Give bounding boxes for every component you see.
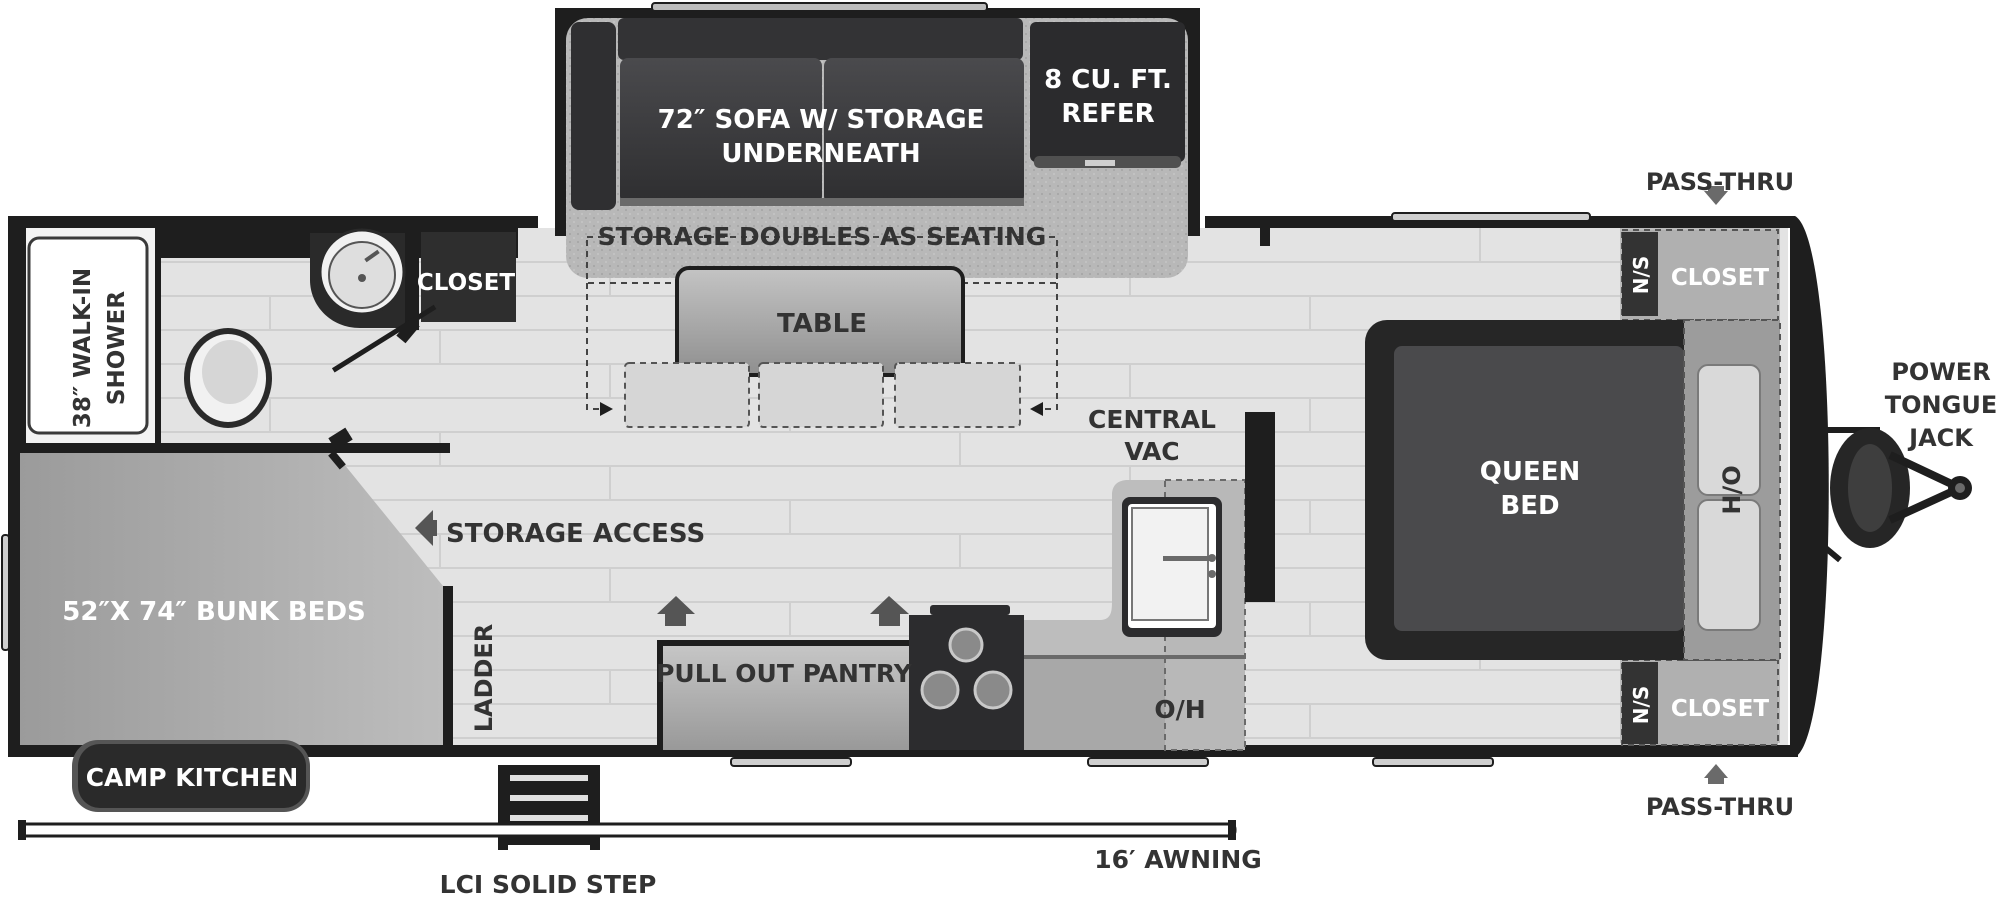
awning [18,820,1237,840]
pass-thru-arrows [1704,186,1728,784]
pass-thru-bottom-label: PASS-THRU [1646,793,1794,821]
lci-step-label: LCI SOLID STEP [440,870,657,899]
central-vac-label: CENTRAL [1088,405,1216,434]
sofa [571,18,1024,210]
refer-label-2: REFER [1061,99,1154,129]
awning-label: 16′ AWNING [1094,845,1262,874]
camp-kitchen-badge [72,740,310,812]
sink-icon [318,228,406,316]
storage-seating-label: STORAGE DOUBLES AS SEATING [598,222,1047,251]
bunk-beds-label: 52″X 74″ BUNK BEDS [62,597,366,627]
pass-thru-top-label: PASS-THRU [1646,168,1794,196]
shower-label-2: SHOWER [104,291,130,405]
bathroom [20,228,518,453]
windows [1,212,1591,767]
sink-icon [1122,497,1222,637]
storage-access-label: STORAGE ACCESS [446,519,705,549]
queen-bed-label-2: BED [1500,491,1559,521]
kitchen [657,412,1275,751]
central-vac-label-2: VAC [1124,437,1179,466]
closet-bath-label: CLOSET [417,270,516,296]
power-jack-label-3: JACK [1907,424,1974,452]
closet-top-label: CLOSET [1671,265,1770,291]
shower-label: 38″ WALK-IN [70,268,96,428]
closet-bottom-label: CLOSET [1671,696,1770,722]
arrow-up-icon [415,510,909,626]
camp-kitchen-label: CAMP KITCHEN [86,763,299,792]
ns-top-label: N/S [1629,256,1653,294]
labels: 72″ SOFA W/ STORAGE UNDERNEATH 8 CU. FT.… [62,65,1997,899]
stove-burner-icon [920,627,1013,710]
toilet-icon [184,328,272,428]
ns-bottom-label: N/S [1629,686,1653,724]
oh-kitchen-label: O/H [1154,695,1205,724]
ladder-label: LADDER [470,624,498,733]
queen-bed-label: QUEEN [1480,457,1581,487]
sofa-label: 72″ SOFA W/ STORAGE [658,105,985,135]
sofa-label-2: UNDERNEATH [721,139,920,169]
refrigerator [1030,22,1185,168]
tongue-jack-icon [1820,427,1972,563]
table-label: TABLE [777,309,867,339]
power-jack-label-2: TONGUE [1885,391,1997,419]
ho-label: H/O [1718,465,1746,514]
refer-label: 8 CU. FT. [1044,65,1172,95]
bunk-area [20,450,453,750]
dinette [586,236,1058,428]
pantry-label: PULL OUT PANTRY [656,659,913,688]
power-jack-label: POWER [1891,358,1990,386]
bedroom [1365,228,1781,746]
